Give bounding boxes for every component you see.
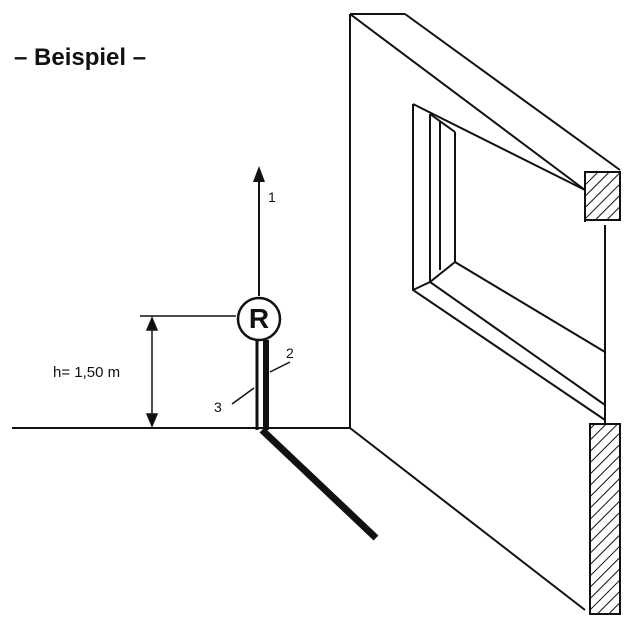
label-2: 2 [286, 345, 294, 361]
label-3: 3 [214, 399, 222, 415]
label-1: 1 [268, 189, 276, 205]
height-dimension [145, 316, 159, 428]
r-circle [236, 296, 282, 342]
height-label: h= 1,50 m [53, 364, 121, 381]
window-frame [412, 103, 606, 421]
page-title: – Beispiel – [14, 44, 147, 71]
label-2-leader [269, 361, 291, 373]
arrow-up-head [253, 166, 265, 182]
r-symbol: R [248, 303, 270, 334]
wall-section [589, 423, 621, 615]
wall [349, 13, 621, 611]
label-3-leader [231, 387, 255, 405]
pipe-floor [259, 427, 379, 541]
lintel-section [584, 171, 621, 221]
